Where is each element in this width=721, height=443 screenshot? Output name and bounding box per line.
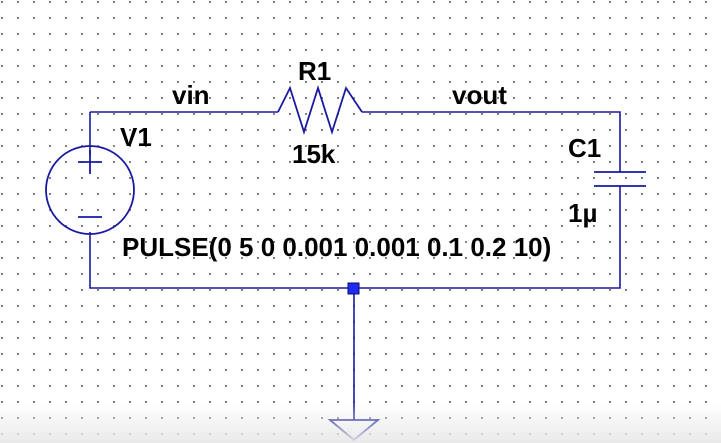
capacitor-value-label[interactable]: 1µ (568, 198, 597, 228)
resistor-r1-symbol[interactable] (277, 85, 363, 135)
net-label-vin[interactable]: vin (172, 80, 210, 110)
resistor-value-label[interactable]: 15k (292, 139, 336, 169)
capacitor-name-label[interactable]: C1 (568, 133, 601, 163)
resistor-name-label[interactable]: R1 (298, 56, 331, 86)
junction-node[interactable] (347, 282, 360, 295)
voltage-source-v1[interactable] (45, 145, 135, 235)
source-value-label[interactable]: PULSE(0 5 0 0.001 0.001 0.1 0.2 10) (122, 232, 551, 262)
plus-sign-icon (78, 150, 102, 174)
wire-vout[interactable] (362, 111, 621, 172)
voltage-source-symbol (45, 145, 135, 235)
source-name-label[interactable]: V1 (120, 122, 152, 152)
net-label-vout[interactable]: vout (452, 80, 507, 110)
capacitor-c1[interactable] (594, 171, 646, 187)
ground-symbol[interactable] (327, 419, 381, 442)
